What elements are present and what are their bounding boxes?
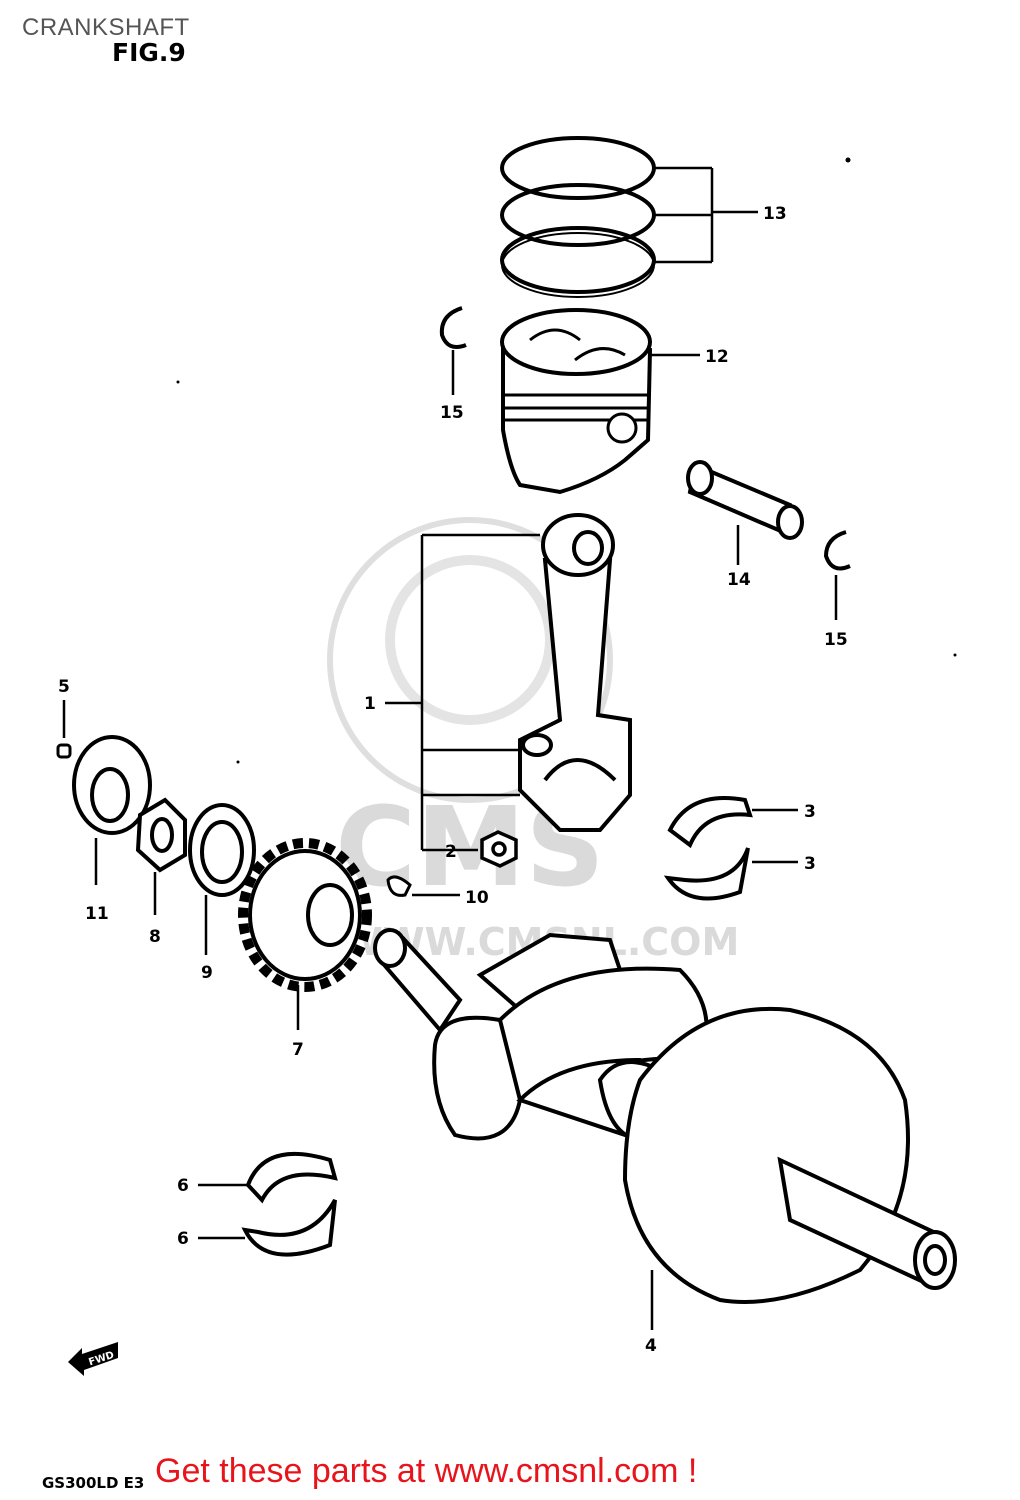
key-pin [56,700,72,759]
callout-11: 11 [85,904,109,924]
primary-drive-gear [238,838,372,1030]
circlip-right [823,530,851,620]
crankshaft-nut [135,797,187,915]
woodruff-key [386,875,460,897]
callout-10: 10 [465,888,489,908]
callout-13: 13 [763,204,787,224]
callout-3-bottom: 3 [804,854,816,874]
piston-ring-set [500,136,656,298]
crankshaft-bearing-lower [241,1199,337,1257]
ring-bracket-13 [655,166,758,264]
crankshaft [373,928,957,1330]
page-title: CRANKSHAFT [22,14,190,41]
forward-arrow-icon: FWD [68,1342,118,1376]
callout-9: 9 [201,963,213,983]
callout-12: 12 [705,347,729,367]
callout-6-bottom: 6 [177,1229,189,1249]
washer [188,803,256,955]
speck [953,653,957,657]
callout-15-right: 15 [824,630,848,650]
callout-labels: 13 12 15 14 15 1 5 3 3 2 10 11 8 9 7 6 6… [58,204,848,1356]
connecting-rod [518,513,632,832]
callout-15-left: 15 [440,403,464,423]
footer-parts-link[interactable]: Get these parts at www.cmsnl.com ! [155,1452,698,1490]
speck [845,157,851,163]
callout-1: 1 [364,694,376,714]
callout-5: 5 [58,677,70,697]
callout-8: 8 [149,927,161,947]
speck [176,380,180,384]
conrod-bracket-1 [385,533,540,852]
conrod-bearing-upper [667,796,753,849]
conrod-bearing-lower [663,847,750,901]
crankshaft-bearing-upper [245,1151,338,1204]
callout-14: 14 [727,570,751,590]
speck [236,760,240,764]
model-code: GS300LD E3 [42,1474,145,1492]
figure-label: FIG.9 [112,38,186,67]
oil-seal [72,735,152,885]
piston [500,308,700,495]
circlip-left [439,306,467,395]
conrod-nut [480,830,518,868]
callout-3-top: 3 [804,802,816,822]
callout-4: 4 [645,1336,657,1356]
callout-2: 2 [445,842,457,862]
callout-7: 7 [292,1040,304,1060]
callout-6-top: 6 [177,1176,189,1196]
piston-pin [686,460,804,565]
